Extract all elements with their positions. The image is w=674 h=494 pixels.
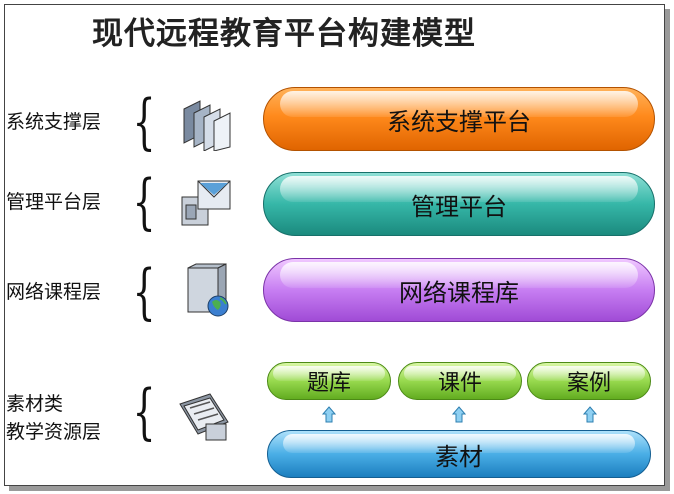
- diagram-frame: [4, 4, 665, 486]
- brace-system: {: [132, 87, 156, 157]
- up-arrow-icon: [452, 406, 466, 423]
- up-arrow-icon: [583, 406, 597, 423]
- platform-system-support-label: 系统支撑平台: [387, 107, 531, 136]
- resource-question-bank: 题库: [267, 362, 391, 400]
- platform-course-library-label: 网络课程库: [399, 278, 519, 307]
- layer-label-resource-line1: 素材类: [6, 393, 64, 415]
- diagram-title: 现代远程教育平台构建模型: [92, 16, 476, 52]
- layer-label-management: 管理平台层: [6, 191, 102, 213]
- resource-cases: 案例: [527, 362, 651, 400]
- resource-materials-base-label: 素材: [435, 442, 483, 471]
- platform-management-label: 管理平台: [411, 192, 507, 221]
- layer-label-resource-line2: 教学资源层: [6, 421, 102, 443]
- folder-mail-icon: [181, 180, 231, 226]
- resource-courseware-label: 课件: [437, 371, 482, 396]
- resource-question-bank-label: 题库: [306, 371, 351, 396]
- platform-system-support: 系统支撑平台: [263, 87, 655, 151]
- resource-courseware: 课件: [398, 362, 522, 400]
- globe-folder-icon: [187, 263, 229, 317]
- stacked-pages-icon: [183, 100, 231, 151]
- layer-label-courses: 网络课程层: [6, 281, 102, 303]
- resource-materials-base: 素材: [267, 430, 651, 478]
- resource-cases-label: 案例: [566, 371, 611, 396]
- brace-management: {: [132, 167, 156, 237]
- documents-icon: [179, 393, 229, 441]
- brace-resources: {: [132, 377, 156, 447]
- brace-courses: {: [132, 257, 156, 327]
- platform-course-library: 网络课程库: [263, 258, 655, 322]
- up-arrow-icon: [322, 406, 336, 423]
- layer-label-system: 系统支撑层: [6, 111, 102, 133]
- platform-management: 管理平台: [263, 172, 655, 236]
